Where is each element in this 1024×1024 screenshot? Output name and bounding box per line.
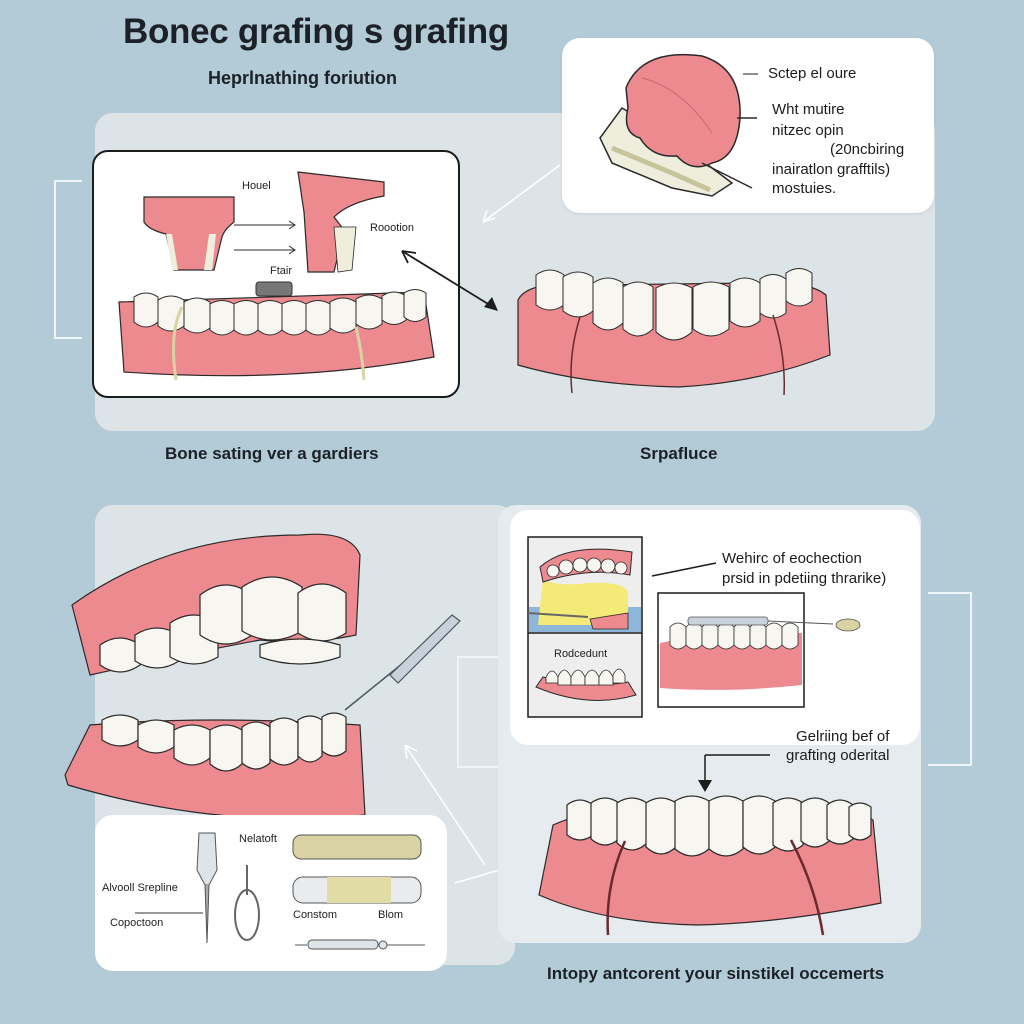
top-left-caption: Bone sating ver a gardiers [165,444,379,463]
arrow-label-line-1: Gelriing bef of [796,728,890,745]
instruments-card: Alvooll Srepline Copoctoon Nelatoft Cons… [95,815,447,971]
middle-bracket-decoration [457,656,499,768]
callout-line-1: Sctep el oure [768,65,857,82]
label-membrane-left: Constom [293,909,338,921]
label-curette: Copoctoon [110,917,164,929]
resection-diagram [118,171,435,381]
label-roootion: Roootion [370,222,415,234]
graft-placement-inset [527,536,643,718]
callout-line-5: inairatlon grafftils) [772,161,891,178]
page-subtitle: Heprlnathing foriution [208,68,397,88]
label-houel: Houel [242,180,271,192]
callout-line-3: nitzec opin [772,122,844,139]
left-bracket-decoration [54,180,82,339]
bone-block-graft-illustration [599,53,757,197]
open-mouth-illustration [64,533,461,820]
resection-to-jaw-arrow [401,250,498,311]
page-title: Bonec grafing s grafing [123,12,509,51]
callout-line-6: mostuies. [772,180,837,197]
bone-resection-card: Houel Roootion Ftair [92,150,460,398]
instruments-illustration [135,832,425,950]
probe-on-teeth-inset [657,592,861,708]
callout-line-4: (20ncbiring [830,141,905,158]
label-membrane-right: Blom [378,909,404,921]
augmentation-callout-line-1: Wehirc of eochection [722,550,862,567]
right-bracket-decoration [928,592,972,766]
graft-callout-card: — Sctep el oure Wht mutire nitzec opin (… [562,38,934,213]
lower-jaw-illustration [517,268,831,396]
grafted-jaw-illustration [538,795,882,936]
label-elevator: Alvooll Srepline [102,882,178,894]
inset-label: Rodcedunt [554,648,608,660]
arrow-label-line-2: grafting oderital [786,747,890,764]
label-ftair: Ftair [270,265,292,277]
callout-leader-line [651,562,717,577]
down-arrow [698,754,770,792]
bottom-caption: Intopy antcorent your sinstikel occemert… [547,964,885,983]
top-right-caption: Srpafluce [640,444,718,463]
label-tool-top: Nelatoft [239,833,277,845]
augmentation-callout-line-2: prsid in pdetiing thrarike) [722,570,887,587]
augmentation-card: Rodcedunt Wehirc of eochection prsid in … [510,510,920,745]
callout-dash: — [743,65,758,82]
callout-line-2: Wht mutire [772,101,845,118]
callout-pointer-arrow [482,164,561,223]
